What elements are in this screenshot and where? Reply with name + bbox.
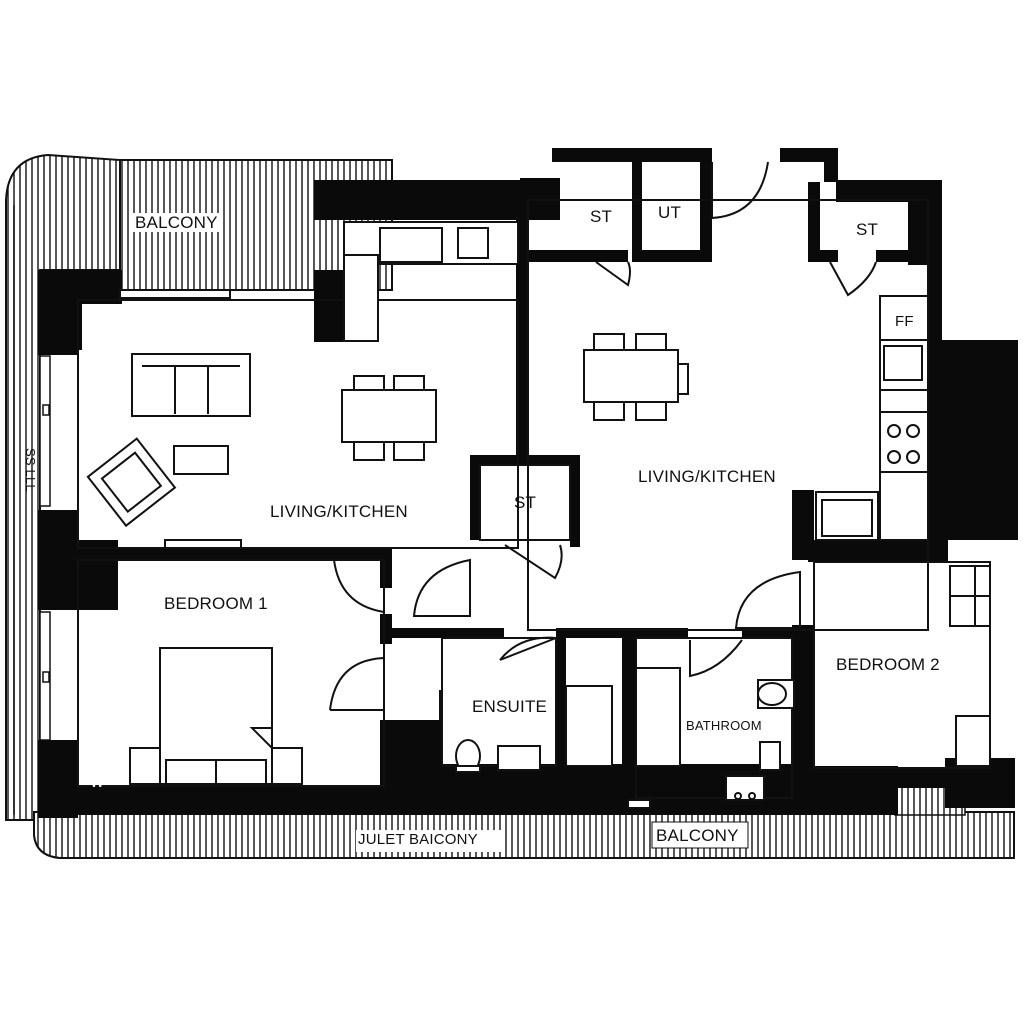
left-windows <box>39 355 51 741</box>
bedroom-1-furniture <box>129 647 303 785</box>
right-living-furniture <box>583 295 929 541</box>
left-living-furniture <box>86 221 519 549</box>
bathroom-fixtures <box>439 667 795 809</box>
doors <box>329 161 877 711</box>
bedroom-2-furniture <box>949 565 991 767</box>
bottom-balcony <box>33 811 1015 859</box>
